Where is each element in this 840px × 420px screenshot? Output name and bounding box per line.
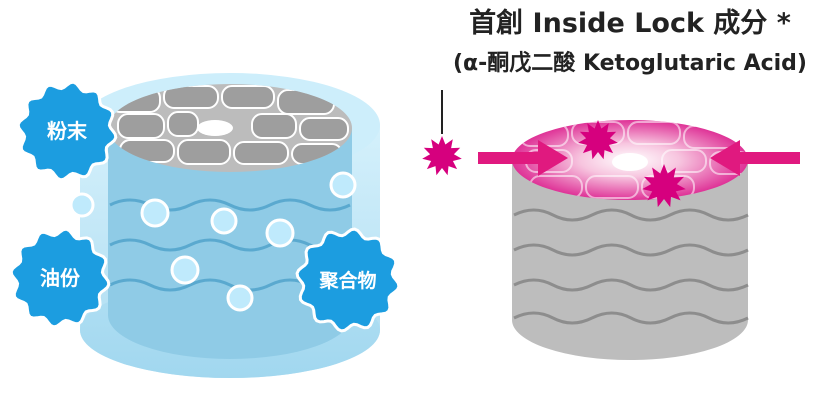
molecule-spike-2 (578, 120, 618, 160)
inward-arrows (478, 140, 800, 176)
bubble (265, 218, 295, 248)
badge-shape (9, 227, 111, 329)
bubble (226, 284, 254, 312)
badge-3: 聚合物 (295, 227, 401, 333)
badge-shape (295, 227, 401, 333)
badge-label: 聚合物 (318, 269, 376, 292)
cell-highlight (197, 120, 233, 136)
arrow-left (710, 140, 800, 176)
right-skin-cylinder (512, 120, 749, 360)
badge-label: 油份 (40, 266, 81, 290)
arrow-right (478, 140, 568, 176)
title-sub: (α-酮戊二酸 Ketoglutaric Acid) (453, 51, 807, 76)
bubble (329, 171, 357, 199)
left-skin-cylinder (69, 73, 380, 378)
badge-1: 粉末 (16, 80, 118, 182)
badge-label: 粉末 (47, 119, 88, 143)
molecule-spike-1 (422, 136, 462, 176)
title-main: 首創 Inside Lock 成分 * (469, 7, 791, 39)
bubbles (69, 171, 357, 312)
molecule-spike-3 (642, 164, 686, 208)
bubble (69, 192, 95, 218)
badge-shape (16, 80, 118, 182)
bubble (170, 255, 200, 285)
gray-wavy-lines (513, 208, 749, 325)
badge-2: 油份 (9, 227, 111, 329)
molecule-spikes (422, 120, 686, 208)
pink-highlight (612, 153, 648, 171)
bubble (140, 198, 170, 228)
bubble (210, 207, 238, 235)
